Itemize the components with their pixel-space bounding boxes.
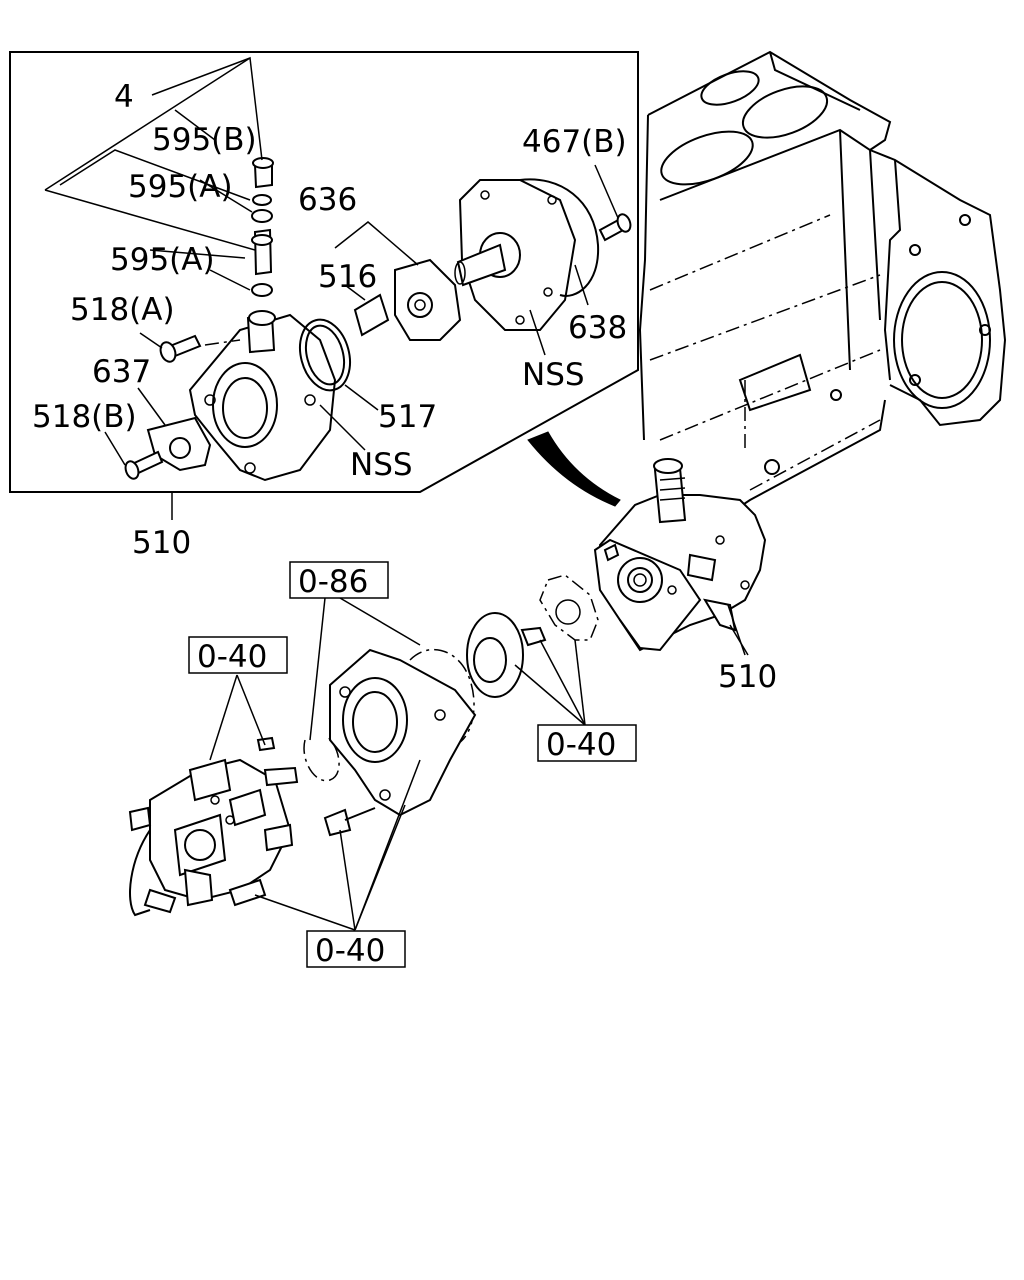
ref-box-0-40-coupling-frame (537, 724, 637, 762)
callout-467b: 467(B) (522, 124, 627, 160)
inset-detail-box (9, 51, 639, 493)
callout-637: 637 (92, 354, 151, 390)
ref-0-40-bolts: 0-40 (315, 933, 385, 969)
ref-box-0-40-bolts-frame (306, 930, 406, 968)
assembly-arrow (527, 431, 621, 507)
callout-595a-lower: 595(A) (110, 242, 215, 278)
callout-510-main: 510 (718, 659, 777, 695)
ref-box-0-86-frame (289, 561, 389, 599)
callout-636: 636 (298, 182, 357, 218)
callout-nss-housing: NSS (350, 447, 413, 483)
callout-nss-cover: NSS (522, 357, 585, 393)
callout-595b: 595(B) (152, 122, 257, 158)
vacuum-pump-assembly (593, 458, 767, 656)
callout-595a-upper: 595(A) (128, 169, 233, 205)
reference-boxes: 0-86 0-40 0-40 0-40 (188, 561, 637, 969)
callout-518b: 518(B) (32, 399, 137, 435)
ref-0-40-coupling: 0-40 (546, 727, 616, 763)
callout-510-inset: 510 (132, 525, 191, 561)
callout-4: 4 (114, 79, 134, 115)
ref-0-86: 0-86 (298, 564, 368, 600)
ref-0-40-pump: 0-40 (197, 639, 267, 675)
callout-518a: 518(A) (70, 292, 175, 328)
callout-517: 517 (378, 399, 437, 435)
callout-638: 638 (568, 310, 627, 346)
engine-block (638, 50, 1007, 541)
ref-box-0-40-pump-frame (188, 636, 288, 674)
callout-labels: 4 595(B) 595(A) 595(A) 636 516 467(B) 63… (32, 79, 777, 695)
leader-lines (44, 56, 746, 931)
callout-516: 516 (318, 259, 377, 295)
coupling-parts (466, 574, 599, 698)
injection-pump (128, 736, 299, 917)
housing-center (303, 648, 477, 837)
